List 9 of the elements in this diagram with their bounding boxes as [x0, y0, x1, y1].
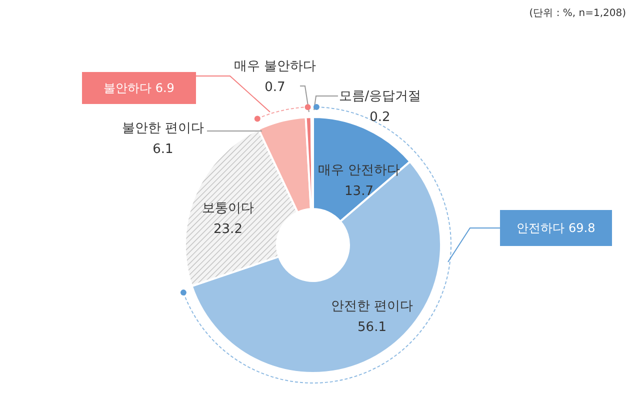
data-label: 보통이다 23.2 [202, 200, 254, 239]
annotation-box: 안전하다 69.8 [500, 210, 612, 246]
unit-note: (단위 : %, n=1,208) [529, 7, 626, 20]
data-label: 매우 안전하다 13.7 [318, 162, 400, 201]
data-label: 모름/응답거절 0.2 [338, 88, 422, 127]
data-label: 매우 불안하다 0.7 [234, 58, 316, 97]
data-label: 안전한 편이다 56.1 [330, 298, 414, 337]
annotation-box: 불안하다 6.9 [82, 72, 196, 104]
data-label: 불안한 편이다 6.1 [122, 120, 204, 159]
